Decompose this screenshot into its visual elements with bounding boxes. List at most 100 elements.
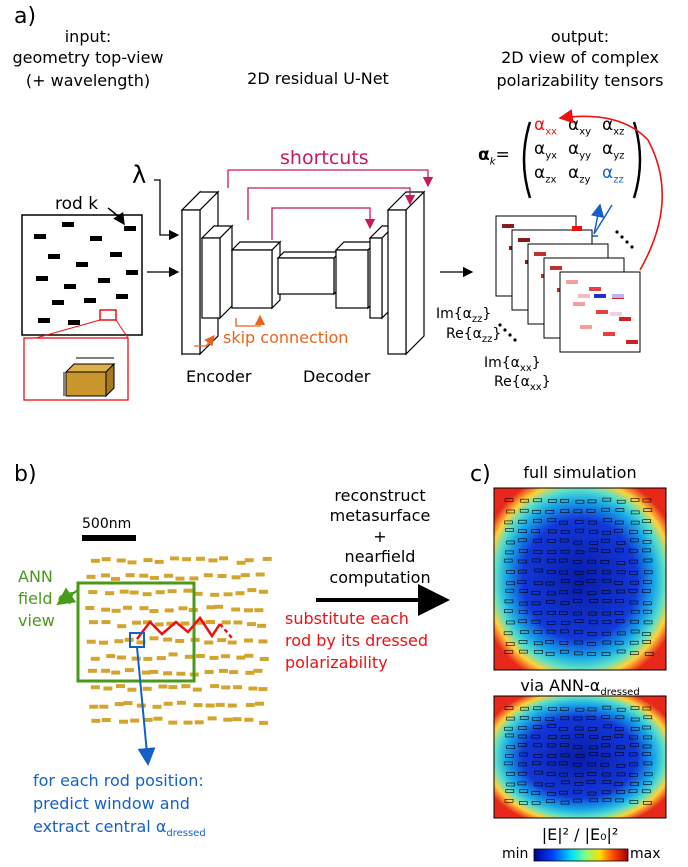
heatmap-rod xyxy=(601,772,611,777)
input-title-1: input: xyxy=(64,27,112,46)
heatmap-rod xyxy=(603,724,612,729)
metasurface-rod xyxy=(142,686,152,691)
heatmap-rod xyxy=(504,650,514,654)
output-map-rod xyxy=(594,294,606,298)
heatmap-rod xyxy=(547,743,556,748)
metasurface-rod xyxy=(219,668,228,673)
heatmap-rod xyxy=(573,509,583,514)
ann-heatmap xyxy=(494,696,666,818)
input-rod xyxy=(90,236,102,241)
heatmap-rod xyxy=(534,770,543,775)
metasurface-rod xyxy=(89,620,98,625)
heatmap-rod xyxy=(602,736,611,741)
heatmap-rod xyxy=(616,589,625,594)
heatmap-rod xyxy=(614,734,624,738)
metasurface-rod xyxy=(143,558,153,563)
heatmap-rod xyxy=(586,780,596,784)
metasurface-rod xyxy=(101,557,111,562)
heatmap-rod xyxy=(630,609,640,614)
heatmap-rod xyxy=(505,789,515,793)
heatmap-rod xyxy=(602,705,612,710)
metasurface-rod xyxy=(99,640,108,645)
heatmap-rod xyxy=(615,548,624,553)
heatmap-rod xyxy=(531,791,541,796)
heatmap-rod xyxy=(600,560,610,564)
heatmap-rod xyxy=(602,598,612,603)
input-title-3: (+ wavelength) xyxy=(25,71,151,90)
heatmap-rod xyxy=(532,509,541,514)
metasurface-rod xyxy=(208,558,218,563)
heatmap-rod xyxy=(534,581,543,586)
metasurface-rod xyxy=(149,575,159,580)
heatmap-rod xyxy=(546,591,556,596)
metasurface-rod xyxy=(85,606,95,610)
predict-label-2: predict window and xyxy=(33,794,190,813)
heatmap-rod xyxy=(629,651,639,656)
heatmap-rod xyxy=(506,716,515,721)
substitute-label-1: substitute each xyxy=(285,609,409,628)
input-rod xyxy=(126,270,138,275)
heatmap-rod xyxy=(602,578,612,583)
metasurface-rod xyxy=(136,640,146,645)
arrow-text-2: metasurface xyxy=(329,506,431,525)
output-map-rod xyxy=(518,238,530,242)
heatmap-rod xyxy=(600,762,610,767)
metasurface-rod xyxy=(233,620,243,625)
heatmap-rod xyxy=(614,782,624,786)
heatmap-rod xyxy=(643,580,652,584)
metasurface-rod xyxy=(255,572,265,577)
output-map-rod xyxy=(550,266,562,270)
heatmap-rod xyxy=(616,772,626,777)
metasurface-rod xyxy=(111,670,121,675)
heatmap-rod xyxy=(560,707,569,711)
output-title-1: output: xyxy=(550,27,610,46)
metasurface-rod xyxy=(164,608,174,613)
metasurface-rod xyxy=(149,636,159,641)
metasurface-rod xyxy=(141,670,151,675)
heatmap-rod xyxy=(517,580,527,585)
heatmap-rod xyxy=(616,745,626,750)
metasurface-rod xyxy=(206,605,216,610)
panel-a-label: a) xyxy=(14,4,37,29)
heatmap-rod xyxy=(533,641,543,646)
heatmap-rod xyxy=(559,641,569,645)
metasurface-rod xyxy=(114,702,124,707)
metasurface-rod xyxy=(149,669,159,674)
heatmap-rod xyxy=(505,754,514,758)
metasurface-rod xyxy=(168,685,178,690)
arrow-text-3: + xyxy=(373,527,387,546)
output-map-rod xyxy=(626,340,638,344)
metasurface-rod xyxy=(195,654,205,658)
metasurface-rod xyxy=(233,685,243,690)
re-xx-label: Re{αxx} xyxy=(494,374,551,393)
heatmap-rod xyxy=(533,743,542,748)
metasurface-rod xyxy=(143,620,152,625)
heatmap-rod xyxy=(560,800,570,805)
metasurface-rod xyxy=(175,639,185,643)
heatmap-rod xyxy=(575,528,585,533)
metasurface-rod xyxy=(240,573,250,578)
heatmap-rod xyxy=(642,800,652,805)
input-rod xyxy=(76,262,88,267)
heatmap-rod xyxy=(616,649,626,654)
input-rods xyxy=(34,222,138,325)
metasurface-rod xyxy=(206,620,215,624)
metasurface-rod xyxy=(142,592,152,597)
metasurface-rod xyxy=(182,557,191,562)
metasurface-rod xyxy=(90,685,100,690)
output-map-rod xyxy=(580,325,592,329)
heatmap-rod xyxy=(630,629,640,634)
heatmap-rod xyxy=(505,550,514,555)
heatmap-rod xyxy=(575,754,585,758)
heatmap-rod xyxy=(518,619,527,624)
heatmap-rod xyxy=(573,611,583,616)
input-geometry-box xyxy=(21,214,143,336)
metasurface-rod xyxy=(123,701,133,706)
heatmap-rod xyxy=(547,724,557,728)
heatmap-rod xyxy=(506,771,515,776)
heatmap-rod xyxy=(532,518,542,523)
im-zz-label: Im{αzz} xyxy=(436,306,492,325)
heatmap-rod xyxy=(629,800,639,804)
heatmap-rod xyxy=(616,763,626,768)
alpha-k-symbol: αk= xyxy=(478,145,510,168)
